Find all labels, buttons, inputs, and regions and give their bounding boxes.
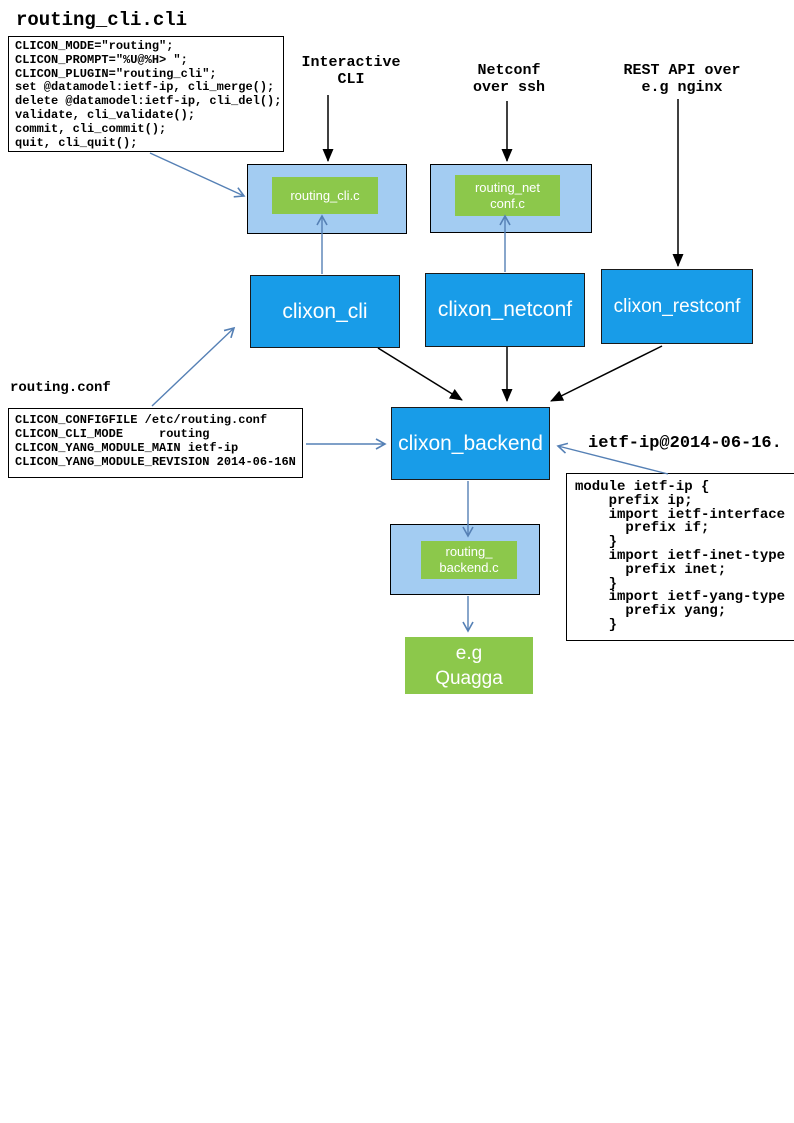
annotation-rest-api-nginx: REST API over e.g nginx [623,62,741,96]
annotation-interactive-cli: Interactive CLI [301,54,401,88]
yang-file-label: ietf-ip@2014-06-16. [588,434,782,453]
arrow-cli-to-backend [377,347,463,401]
daemon-clixon-restconf: clixon_restconf [601,269,753,344]
arrow-conf-file-to-clixon-cli [151,326,236,407]
daemon-clixon-backend: clixon_backend [391,407,550,480]
plugin-routing-netconf-c: routing_net conf.c [455,175,560,216]
plugin-routing-backend-c: routing_ backend.c [421,541,517,579]
yang-module-code-box: module ietf-ip { prefix ip; import ietf-… [566,473,794,641]
external-quagga-box: e.g Quagga [405,637,533,694]
annotation-netconf-over-ssh: Netconf over ssh [472,62,545,96]
daemon-clixon-cli: clixon_cli [250,275,400,348]
cli-file-code-box: CLICON_MODE="routing"; CLICON_PROMPT="%U… [8,36,284,152]
arrow-cli-file-to-plugin-container [149,152,246,198]
arrow-restconf-to-backend [550,345,663,402]
cli-file-title: routing_cli.cli [16,9,188,31]
conf-file-title: routing.conf [10,380,111,396]
plugin-routing-cli-c: routing_cli.c [272,177,378,214]
conf-file-code-box: CLICON_CONFIGFILE /etc/routing.conf CLIC… [8,408,303,478]
daemon-clixon-netconf: clixon_netconf [425,273,585,347]
